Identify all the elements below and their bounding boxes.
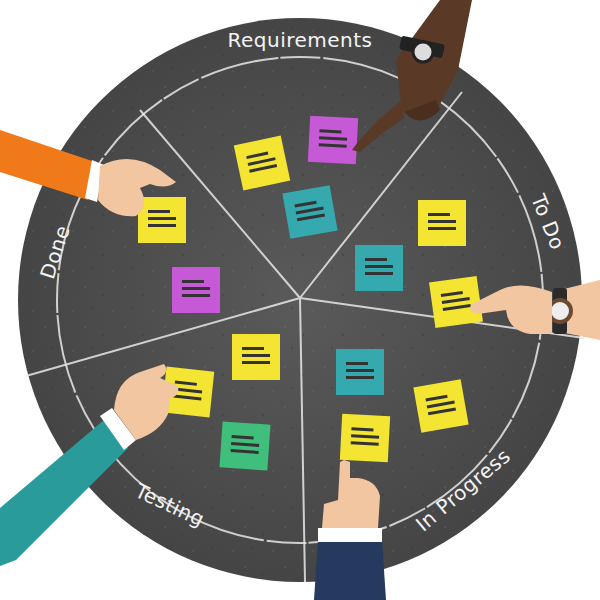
- sticky-notes: [138, 116, 483, 471]
- board-circle: [18, 18, 582, 582]
- sector-dividers: [26, 92, 584, 582]
- column-label: Requirements: [227, 30, 372, 50]
- hand-left: [0, 130, 176, 216]
- hand-top: [352, 0, 472, 152]
- hand-right: [470, 280, 600, 340]
- hand-bottom-left: [0, 364, 178, 566]
- hand-bottom: [314, 460, 386, 600]
